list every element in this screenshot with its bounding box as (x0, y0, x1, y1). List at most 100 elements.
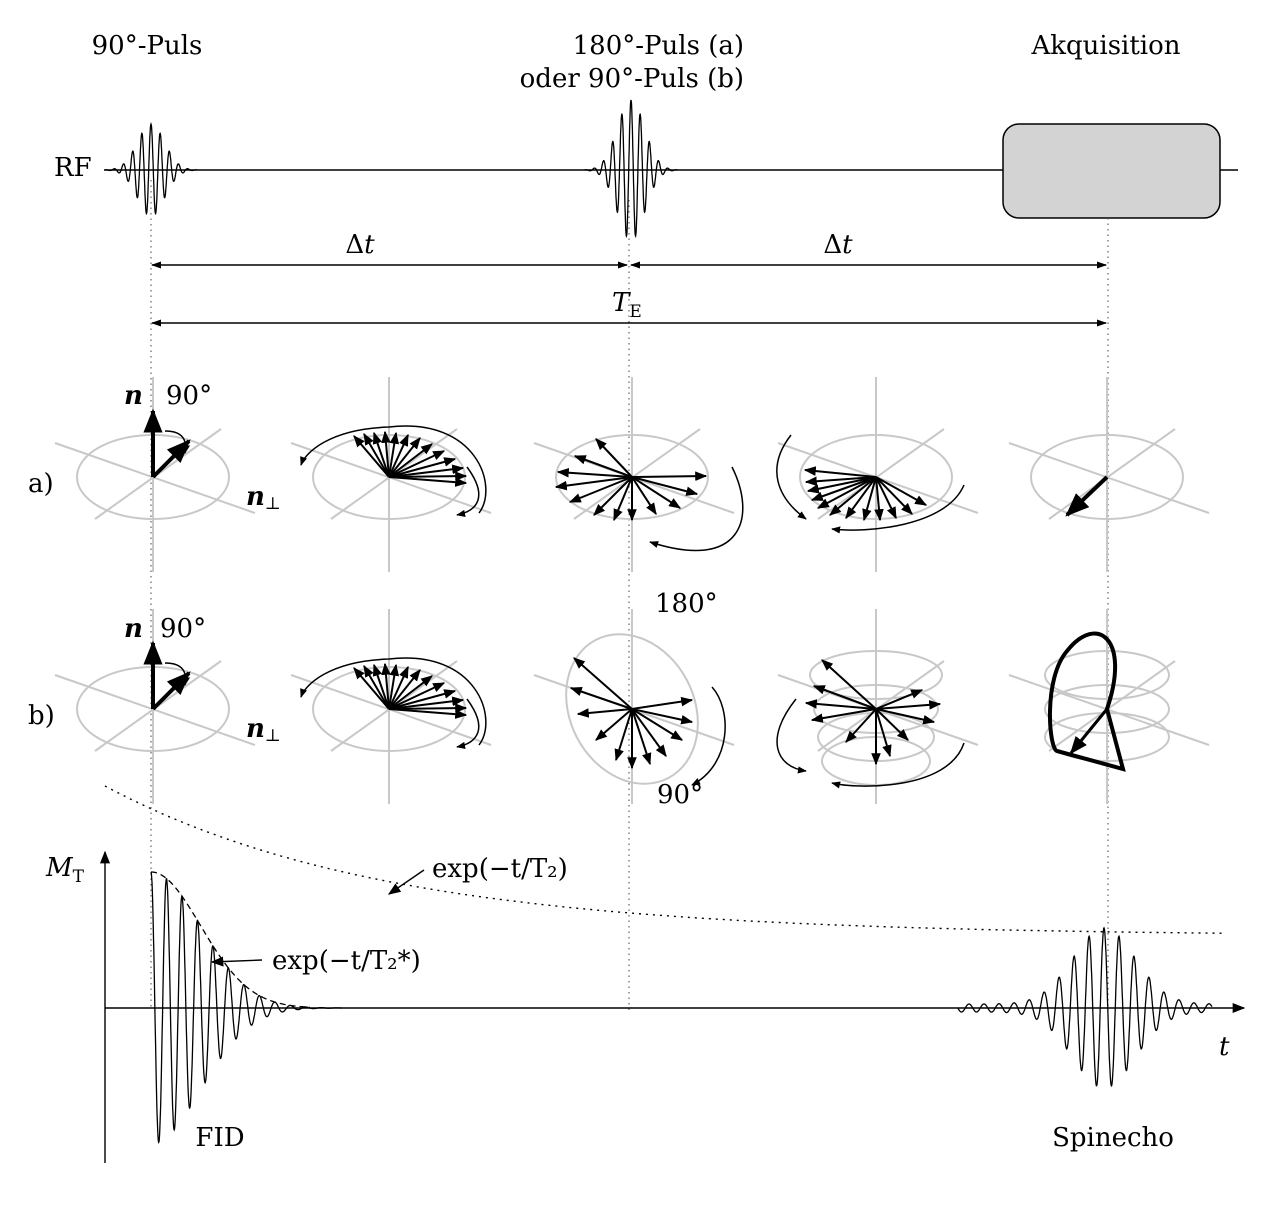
magnetization-vector (593, 476, 633, 516)
magnetization-vector (388, 464, 465, 478)
magnetization-vector (569, 686, 633, 710)
magnetization-vector (614, 708, 633, 762)
magnetization-vector (874, 476, 884, 522)
magnetization-vector (631, 471, 708, 481)
rotation-90-arrow (691, 686, 726, 786)
row-a-n-label: n (124, 381, 143, 411)
pulse-90b-label: oder 90°-Puls (b) (520, 64, 744, 94)
magnetization-vector (806, 476, 877, 494)
magnetization-vector (388, 450, 446, 478)
magnetization-vector (631, 708, 652, 766)
x-axis-label: t (1219, 1032, 1230, 1062)
precession-cone (809, 650, 943, 700)
magnetization-vector (388, 433, 409, 478)
spin-b-3 (533, 609, 735, 804)
magnetization-vector (862, 476, 877, 522)
flipped-magnetization (151, 671, 191, 711)
magnetization-vector (875, 700, 942, 710)
magnetization-vector (388, 675, 433, 710)
pulse-180-label: 180°-Puls (a) (573, 31, 744, 61)
spinecho-label: Spinecho (1052, 1123, 1174, 1153)
fid-label: FID (195, 1123, 244, 1153)
row-a-angle: 90° (166, 381, 212, 411)
magnetization-vector (631, 708, 694, 725)
row-b-nperp-label: n⊥ (246, 714, 281, 746)
spin-a-2 (290, 377, 492, 572)
y-axis-label: MT (45, 853, 85, 887)
magnetization-vector (388, 471, 468, 481)
magnetization-vector (372, 663, 390, 710)
magnetization-vector (804, 476, 877, 487)
magnetization-vector (631, 476, 682, 509)
dephasing-arrow (300, 425, 487, 514)
echo-trajectory (1047, 631, 1126, 772)
magnetization-vector (829, 476, 877, 516)
rotation-arrow (164, 430, 190, 454)
te-label: TE (612, 288, 642, 322)
magnetization-vector (388, 669, 421, 710)
magnetization-vector (556, 467, 633, 478)
row-b-angle: 90° (160, 614, 206, 644)
magnetization-vector (388, 665, 409, 710)
magnetization-vector (631, 476, 699, 496)
refocus-rotation-180 (649, 466, 744, 552)
rephasing-arrow (776, 434, 807, 520)
magnetization-vector (353, 667, 390, 710)
row-a-nperp-label: n⊥ (246, 482, 281, 514)
magnetization-vector (875, 689, 924, 710)
magnetization-vector (875, 708, 936, 725)
rephasing-arrow (776, 698, 807, 774)
x-axis-3d (1008, 442, 1210, 514)
magnetization-vector (388, 689, 457, 710)
magnetization-vector (875, 476, 897, 520)
magnetization-vector (388, 682, 446, 710)
magnetization-vector (388, 443, 433, 478)
magnetization-vector (388, 437, 421, 478)
magnetization-vector (381, 430, 391, 478)
tilted-plane (565, 633, 699, 785)
magnetization-vector (388, 708, 468, 719)
delta-t-label-2: Δt (823, 230, 853, 260)
magnetization-vector (812, 685, 877, 710)
t2star-label: exp(−t/T₂*) (272, 946, 421, 976)
row-a-label: a) (28, 469, 54, 499)
spin-b-2 (290, 609, 492, 804)
magnetization-vector (613, 476, 633, 522)
magnetization-vector (595, 708, 633, 741)
rephasing-arrow-2 (831, 484, 965, 534)
transverse-plane (1030, 434, 1184, 520)
pulse-90-label: 90°-Puls (92, 31, 203, 61)
magnetization-vector (875, 476, 928, 506)
spin-b-1 (54, 609, 256, 804)
magnetization-vector (875, 708, 909, 741)
magnetization-vector (821, 659, 877, 710)
magnetization-vector (875, 708, 892, 758)
echo-vector (1069, 708, 1109, 755)
magnetization-vector (631, 708, 667, 757)
magnetization-vector (353, 435, 390, 478)
magnetization-vector (388, 696, 465, 710)
row-a-rot-label: 180° (655, 589, 718, 619)
magnetization-vector (576, 708, 633, 718)
magnetization-vector (573, 657, 633, 710)
magnetization-vector (803, 466, 877, 478)
echo-magnetization (1065, 475, 1109, 517)
magnetization-vector (554, 476, 633, 491)
magnetization-vector (573, 455, 633, 478)
row-b-label: b) (28, 701, 55, 731)
acquisition-label: Akquisition (1030, 31, 1180, 61)
magnetization-vector (388, 476, 468, 487)
rf-label: RF (54, 153, 92, 183)
magnetization-vector (388, 457, 457, 478)
magnetization-vector (388, 703, 468, 713)
y-axis-3d (1048, 428, 1176, 520)
spin-b-4 (776, 609, 979, 804)
magnetization-vector (388, 431, 400, 478)
spin-a-1 (54, 377, 256, 572)
t2-label: exp(−t/T₂) (432, 854, 568, 884)
magnetization-vector (810, 476, 877, 501)
t2-pointer (387, 869, 425, 895)
magnetization-vector (388, 663, 400, 710)
magnetization-vector (595, 438, 633, 478)
